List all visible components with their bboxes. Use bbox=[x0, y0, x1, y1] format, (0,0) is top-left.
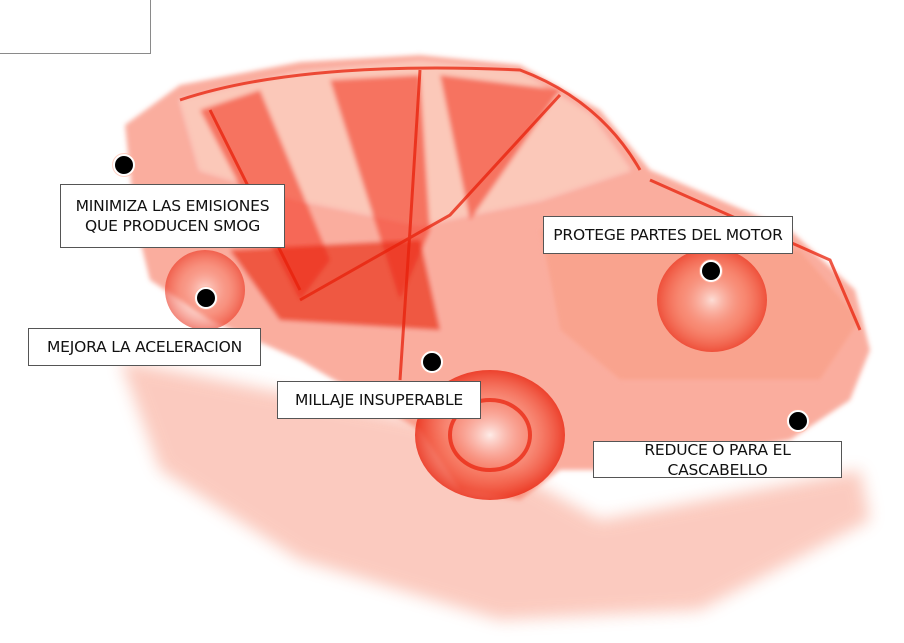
corner-frame bbox=[0, 0, 151, 54]
callout-line: PROTEGE PARTES DEL MOTOR bbox=[553, 226, 783, 244]
callout-line: MEJORA LA ACELERACION bbox=[47, 338, 242, 356]
hotspot-dot-aceleracion[interactable] bbox=[195, 287, 217, 309]
callout-line: MINIMIZA LAS EMISIONES bbox=[75, 197, 270, 215]
callout-emisiones: MINIMIZA LAS EMISIONES QUE PRODUCEN SMOG bbox=[60, 184, 285, 248]
callout-line: MILLAJE INSUPERABLE bbox=[295, 391, 463, 409]
hotspot-dot-millaje[interactable] bbox=[421, 351, 443, 373]
callout-motor: PROTEGE PARTES DEL MOTOR bbox=[543, 216, 793, 254]
callout-line: QUE PRODUCEN SMOG bbox=[84, 217, 261, 235]
hotspot-dot-cascabello[interactable] bbox=[787, 410, 809, 432]
callout-line: REDUCE O PARA EL CASCABELLO bbox=[644, 440, 791, 479]
callout-aceleracion: MEJORA LA ACELERACION bbox=[28, 328, 261, 366]
callout-cascabello: REDUCE O PARA EL CASCABELLO bbox=[593, 440, 842, 479]
car-body bbox=[125, 55, 870, 500]
hotspot-dot-emisiones[interactable] bbox=[113, 154, 135, 176]
hotspot-dot-motor[interactable] bbox=[700, 260, 722, 282]
car-structure-lines bbox=[179, 66, 862, 381]
callout-millaje: MILLAJE INSUPERABLE bbox=[277, 381, 481, 419]
